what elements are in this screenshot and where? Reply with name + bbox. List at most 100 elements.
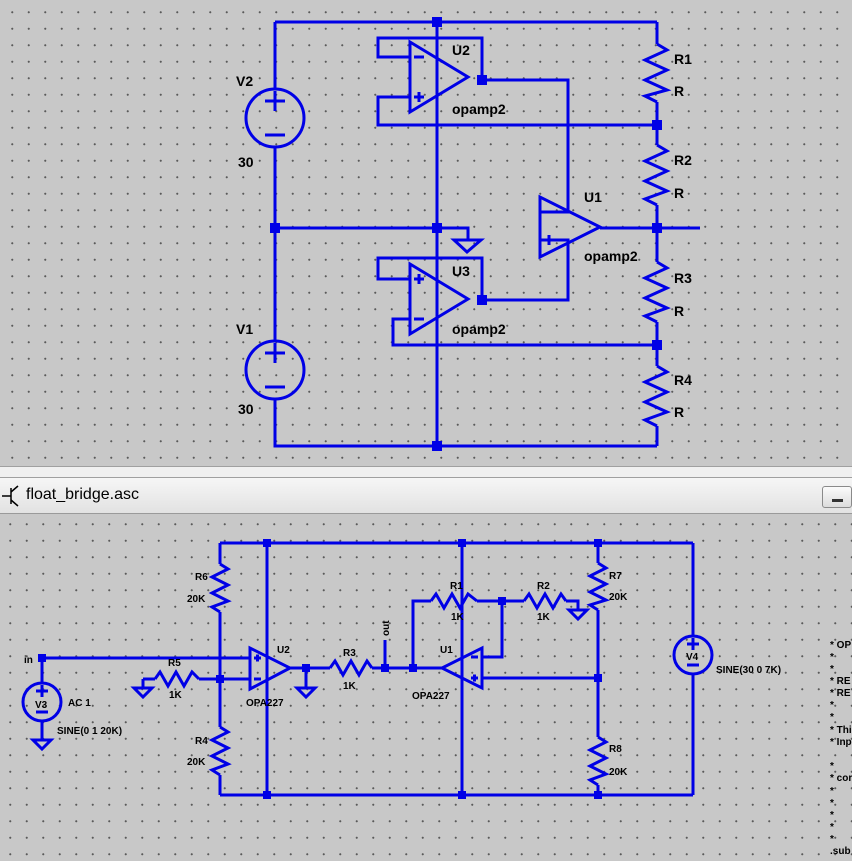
netlist-line: * [830, 700, 834, 711]
r4-name: R4 [195, 736, 208, 747]
bottom-resistor-r2[interactable]: R2 1K [522, 581, 568, 623]
top-v2-value: 30 [238, 154, 254, 170]
r8-name: R8 [609, 744, 622, 755]
bottom-schematic-canvas[interactable]: in out R6 20K R4 20K R5 1K R3 1K R1 1K R… [0, 514, 852, 861]
r1-name: R1 [450, 581, 463, 592]
netlist-line: * RE [830, 676, 851, 687]
bottom-resistor-r6[interactable]: R6 20K [187, 562, 232, 614]
document-titlebar[interactable]: float_bridge.asc [0, 478, 852, 514]
u1-name: U1 [440, 645, 453, 656]
bottom-schematic-pane[interactable]: in out R6 20K R4 20K R5 1K R3 1K R1 1K R… [0, 514, 852, 861]
top-resistor-r2[interactable]: R2 R [641, 143, 692, 207]
bottom-resistor-r7[interactable]: R7 20K [586, 561, 628, 612]
top-schematic-pane[interactable]: V2 30 V1 30 U2 opamp2 U3 opamp2 U1 opamp… [0, 0, 852, 466]
top-r2-name: R2 [674, 152, 692, 168]
bottom-source-v4[interactable]: V4 SINE(30 0 7K) [672, 634, 781, 676]
ground-icon [293, 686, 319, 700]
ground-icon [565, 608, 591, 622]
r2-name: R2 [537, 581, 550, 592]
netlist-line: * [830, 798, 834, 809]
minimize-button[interactable] [822, 486, 852, 508]
netlist-line: * cor [830, 773, 852, 784]
top-u2-model: opamp2 [452, 101, 506, 117]
v3-name: V3 [35, 700, 48, 711]
r5-value: 1K [169, 690, 183, 701]
bottom-resistor-r5[interactable]: R5 1K [153, 658, 201, 701]
top-r1-name: R1 [674, 51, 692, 67]
top-opamp-u1[interactable]: U1 opamp2 [538, 189, 638, 264]
top-v2-name: V2 [236, 73, 253, 89]
netlist-line: * RE [830, 688, 851, 699]
r3-name: R3 [343, 648, 356, 659]
top-schematic-canvas[interactable]: V2 30 V1 30 U2 opamp2 U3 opamp2 U1 opamp… [0, 0, 852, 466]
r6-value: 20K [187, 594, 206, 605]
document-title: float_bridge.asc [26, 486, 139, 503]
bottom-wires [40, 541, 695, 797]
minimize-icon [832, 499, 843, 502]
bottom-junctions [38, 539, 602, 799]
top-opamp-u3[interactable]: U3 opamp2 [408, 261, 506, 337]
top-u1-name: U1 [584, 189, 602, 205]
top-source-v2[interactable]: V2 30 [236, 73, 306, 170]
net-label-in: in [24, 655, 33, 666]
top-v1-name: V1 [236, 321, 253, 337]
v4-sine: SINE(30 0 7K) [716, 665, 781, 676]
top-resistor-r1[interactable]: R1 R [640, 42, 692, 104]
bottom-resistor-r1[interactable]: R1 1K [429, 581, 478, 623]
bottom-opamp-u2[interactable]: U2 OPA227 [246, 645, 294, 709]
r6-name: R6 [195, 572, 208, 583]
v3-ac: AC 1 [68, 698, 91, 709]
ground-icon [130, 686, 156, 700]
r5-name: R5 [168, 658, 181, 669]
r7-name: R7 [609, 571, 622, 582]
schematic-document-icon [2, 485, 19, 507]
r4-value: 20K [187, 757, 206, 768]
netlist-text: * OP * * * RE * RE * * * Thi * Inp * * c… [830, 640, 852, 857]
top-u1-model: opamp2 [584, 248, 638, 264]
netlist-line: * [830, 652, 834, 663]
netlist-line: * [830, 834, 834, 845]
netlist-line: * OP [830, 640, 851, 651]
bottom-resistor-r8[interactable]: R8 20K [586, 735, 628, 787]
bottom-opamp-u1[interactable]: U1 OPA227 [412, 645, 484, 702]
pane-splitter[interactable] [0, 466, 852, 478]
netlist-line: * [830, 761, 834, 772]
netlist-line: * [830, 822, 834, 833]
r3-value: 1K [343, 681, 357, 692]
bottom-source-v3[interactable]: V3 AC 1 SINE(0 1 20K) [21, 681, 122, 737]
netlist-line: .sub [830, 846, 851, 857]
top-v1-value: 30 [238, 401, 254, 417]
r1-value: 1K [451, 612, 465, 623]
top-resistor-r4[interactable]: R4 R [641, 364, 692, 428]
top-r4-value: R [674, 404, 684, 420]
top-r1-value: R [674, 83, 684, 99]
bottom-resistor-r3[interactable]: R3 1K [328, 648, 374, 692]
top-source-v1[interactable]: V1 30 [236, 321, 306, 417]
r8-value: 20K [609, 767, 628, 778]
bottom-resistor-r4[interactable]: R4 20K [187, 725, 232, 777]
u2-name: U2 [277, 645, 290, 656]
top-u3-name: U3 [452, 263, 470, 279]
top-r3-value: R [674, 303, 684, 319]
top-resistor-r3[interactable]: R3 R [641, 260, 692, 324]
netlist-line: * [830, 786, 834, 797]
net-label-out: out [381, 620, 392, 636]
top-u3-model: opamp2 [452, 321, 506, 337]
netlist-line: * [830, 810, 834, 821]
top-junctions [270, 17, 662, 451]
top-opamp-u2[interactable]: U2 opamp2 [408, 39, 506, 117]
u2-model: OPA227 [246, 698, 284, 709]
netlist-line: * Inp [830, 737, 852, 748]
netlist-line: * Thi [830, 725, 852, 736]
top-r3-name: R3 [674, 270, 692, 286]
top-ground-icon [450, 238, 486, 255]
top-r2-value: R [674, 185, 684, 201]
top-r4-name: R4 [674, 372, 692, 388]
netlist-line: * [830, 712, 834, 723]
v3-sine: SINE(0 1 20K) [57, 726, 122, 737]
v4-name: V4 [686, 652, 699, 663]
r2-value: 1K [537, 612, 551, 623]
r7-value: 20K [609, 592, 628, 603]
netlist-line: * [830, 664, 834, 675]
top-u2-name: U2 [452, 42, 470, 58]
